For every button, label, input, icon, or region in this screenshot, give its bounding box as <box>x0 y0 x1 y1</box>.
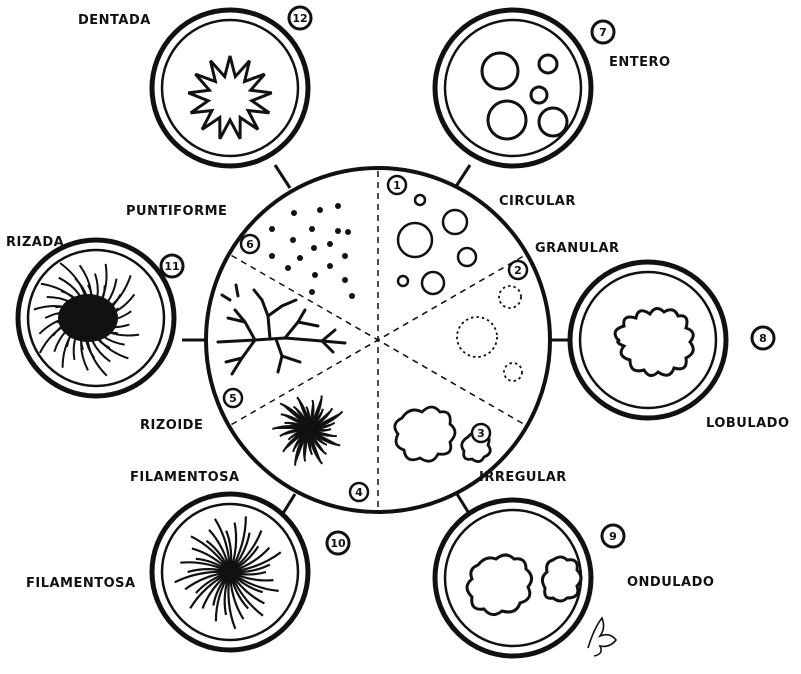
badge-3: 3 <box>472 424 490 442</box>
signature-mark <box>588 618 616 656</box>
badge-11: 11 <box>161 255 183 277</box>
svg-text:9: 9 <box>609 530 617 543</box>
label-granular: GRANULAR <box>535 241 620 256</box>
connector-10 <box>282 494 295 515</box>
svg-text:12: 12 <box>292 12 307 25</box>
plate-12-dentada <box>152 10 308 166</box>
svg-text:3: 3 <box>477 427 485 440</box>
svg-text:6: 6 <box>246 238 254 251</box>
plate-7-entero <box>435 10 591 166</box>
badge-5: 5 <box>224 389 242 407</box>
svg-text:7: 7 <box>599 26 607 39</box>
connector-7 <box>455 165 470 188</box>
plate-8-lobulado <box>570 262 726 418</box>
svg-text:8: 8 <box>759 332 767 345</box>
label-puntiforme: PUNTIFORME <box>126 204 227 219</box>
svg-text:1: 1 <box>393 179 401 192</box>
label-filamentosa-outer: FILAMENTOSA <box>26 576 136 591</box>
label-ondulado: ONDULADO <box>627 575 714 590</box>
label-circular: CIRCULAR <box>499 194 576 209</box>
plate-10-filamentosa <box>152 494 308 650</box>
badge-2: 2 <box>509 261 527 279</box>
badge-1: 1 <box>388 176 406 194</box>
badge-8: 8 <box>752 327 774 349</box>
center-plate <box>206 160 550 520</box>
svg-text:2: 2 <box>514 264 522 277</box>
badge-10: 10 <box>327 532 349 554</box>
plate-11-rizada <box>18 240 174 396</box>
label-dentada: DENTADA <box>78 13 151 28</box>
label-rizada: RIZADA <box>6 235 64 250</box>
connector-12 <box>275 165 290 188</box>
plate-9-ondulado <box>435 500 591 656</box>
svg-text:4: 4 <box>355 486 363 499</box>
svg-text:10: 10 <box>330 537 346 550</box>
svg-text:11: 11 <box>164 260 179 273</box>
svg-text:5: 5 <box>229 392 237 405</box>
label-lobulado: LOBULADO <box>706 416 790 431</box>
badge-7: 7 <box>592 21 614 43</box>
label-filamentosa-center: FILAMENTOSA <box>130 470 240 485</box>
label-rizoide: RIZOIDE <box>140 418 203 433</box>
label-irregular: IRREGULAR <box>479 470 567 485</box>
label-entero: ENTERO <box>609 55 671 70</box>
badge-12: 12 <box>289 7 311 29</box>
badge-9: 9 <box>602 525 624 547</box>
badge-4: 4 <box>350 483 368 501</box>
badge-6: 6 <box>241 235 259 253</box>
